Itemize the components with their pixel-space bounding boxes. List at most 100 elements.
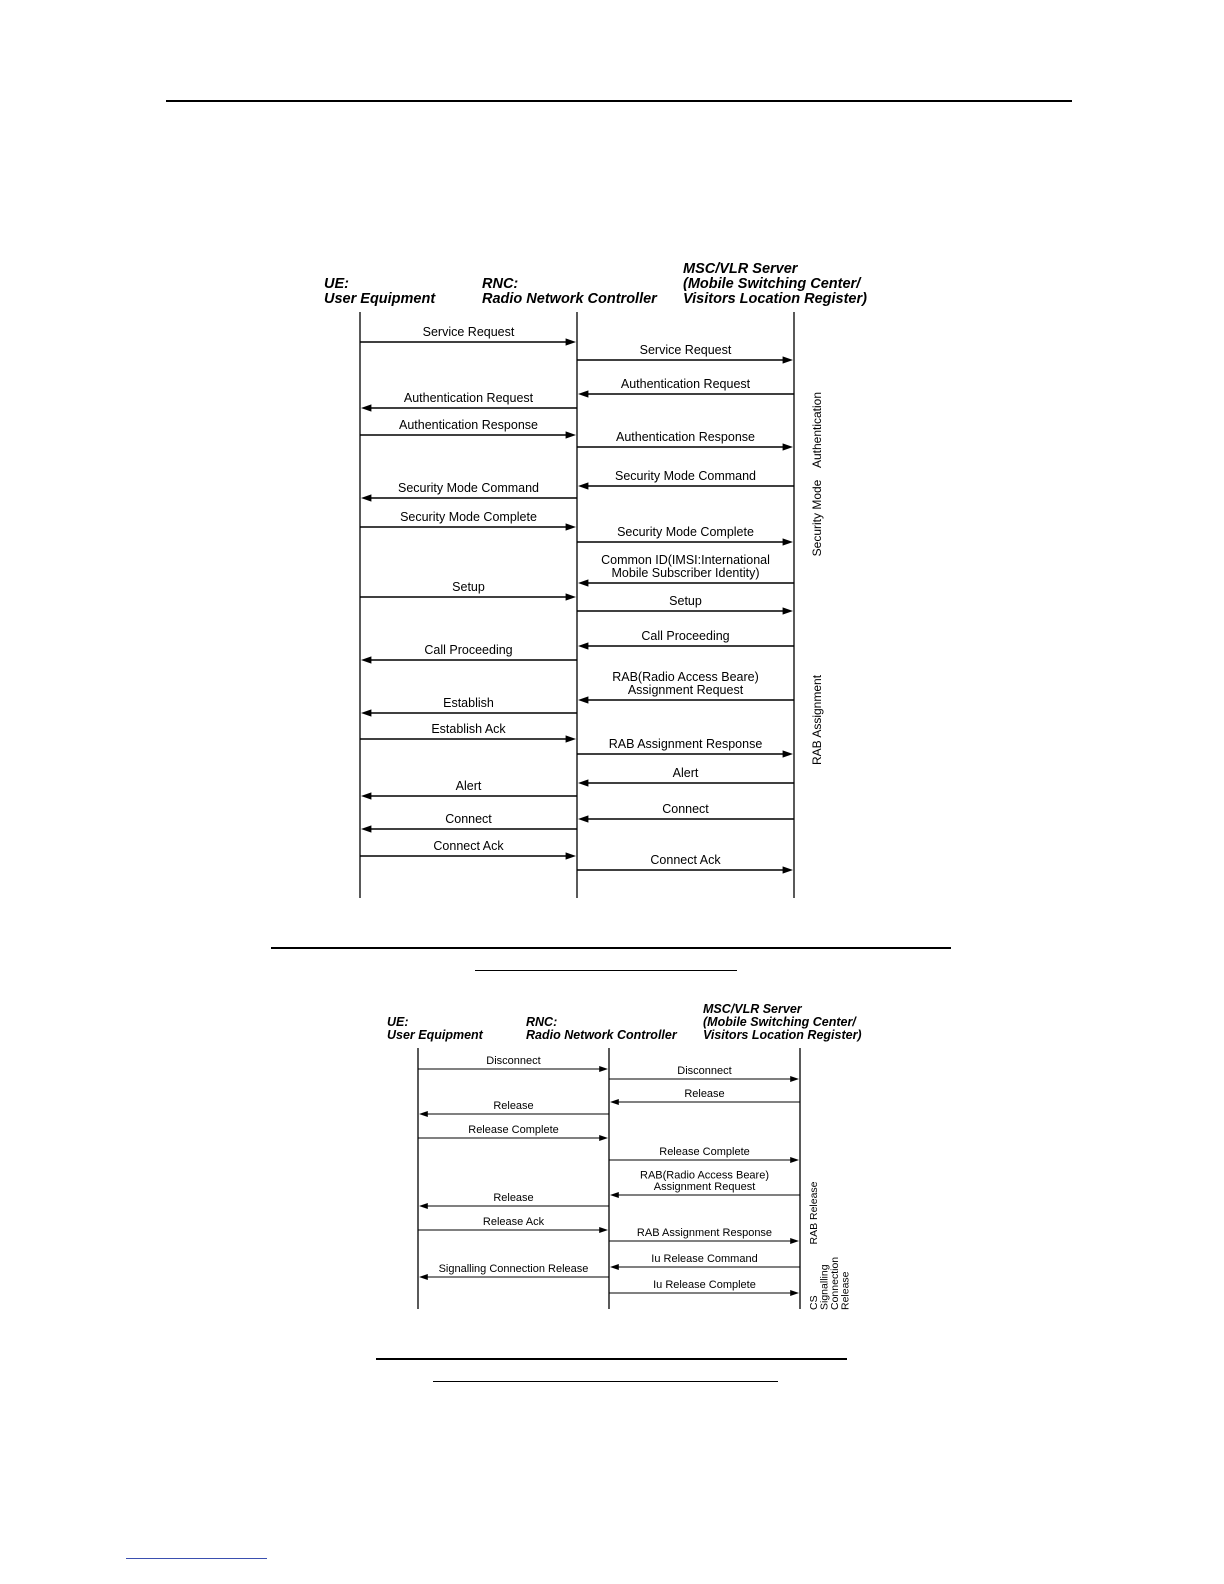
message-label: Release Complete — [468, 1124, 559, 1136]
figure2-caption-subrule — [433, 1381, 778, 1382]
message-label: Security Mode Command — [398, 481, 539, 495]
arrowhead — [599, 1065, 608, 1073]
message-arrow: Disconnect — [418, 1055, 608, 1073]
arrowhead — [599, 1134, 608, 1142]
lane-header-ue: UE: — [387, 1015, 409, 1029]
message-label: Authentication Response — [616, 430, 755, 444]
message-arrow: Establish — [361, 696, 577, 717]
message-arrow: Authentication Response — [360, 418, 576, 439]
message-label: Release Ack — [483, 1216, 545, 1228]
message-label: Authentication Request — [621, 377, 751, 391]
message-label: Assignment Request — [628, 683, 744, 697]
message-label: RAB(Radio Access Beare) — [612, 670, 759, 684]
message-label: Establish Ack — [431, 722, 506, 736]
arrowhead — [599, 1226, 608, 1234]
arrowhead — [790, 1156, 799, 1164]
phase-label: Authentication — [810, 392, 824, 468]
message-arrow: Security Mode Command — [578, 469, 794, 490]
message-label: Release Complete — [659, 1146, 750, 1158]
message-arrow: Iu Release Complete — [609, 1279, 799, 1297]
message-arrow: Security Mode Complete — [360, 510, 576, 531]
phase-label: CS — [808, 1295, 820, 1310]
message-label: Connect — [445, 812, 492, 826]
message-label: RAB(Radio Access Beare) — [640, 1170, 769, 1182]
message-label: Setup — [452, 580, 485, 594]
message-label: Alert — [456, 779, 482, 793]
message-label: Disconnect — [677, 1065, 731, 1077]
lane-header-rnc: Radio Network Controller — [482, 291, 658, 307]
lane-header-rnc: RNC: — [482, 276, 518, 292]
arrowhead — [565, 593, 576, 601]
phase-label: RAB Release — [808, 1181, 820, 1244]
message-arrow: RAB(Radio Access Beare)Assignment Reques… — [578, 670, 794, 704]
message-label: Release — [493, 1100, 533, 1112]
message-arrow: Setup — [577, 594, 793, 615]
message-arrow: Release — [419, 1100, 609, 1118]
phase-label: RAB Assignment — [810, 674, 824, 765]
arrowhead — [361, 825, 372, 833]
message-arrow: Release — [419, 1192, 609, 1210]
message-label: Security Mode Complete — [400, 510, 537, 524]
lane-header-rnc: Radio Network Controller — [526, 1028, 678, 1042]
message-arrow: Authentication Request — [361, 391, 577, 412]
message-label: Security Mode Complete — [617, 525, 754, 539]
message-label: Alert — [673, 766, 699, 780]
arrowhead — [782, 356, 793, 364]
message-arrow: Iu Release Command — [610, 1253, 800, 1271]
message-label: Establish — [443, 696, 494, 710]
arrowhead — [610, 1263, 619, 1271]
arrowhead — [578, 642, 589, 650]
message-arrow: RAB Assignment Response — [609, 1227, 799, 1245]
lane-header-msc: MSC/VLR Server — [703, 1002, 803, 1016]
arrowhead — [578, 779, 589, 787]
phase-label: Security Mode — [810, 479, 824, 556]
arrowhead — [565, 431, 576, 439]
arrowhead — [782, 750, 793, 758]
arrowhead — [361, 494, 372, 502]
footnote-link-rule — [126, 1558, 267, 1559]
top-rule — [166, 100, 1072, 102]
lane-header-ue: User Equipment — [324, 291, 436, 307]
arrowhead — [565, 735, 576, 743]
arrowhead — [361, 709, 372, 717]
arrowhead — [578, 696, 589, 704]
message-arrow: Service Request — [577, 343, 793, 364]
message-label: RAB Assignment Response — [637, 1227, 772, 1239]
arrowhead — [361, 656, 372, 664]
message-arrow: Connect Ack — [360, 839, 576, 860]
arrowhead — [782, 538, 793, 546]
message-arrow: Release Ack — [418, 1216, 608, 1234]
message-label: Authentication Request — [404, 391, 534, 405]
message-label: Service Request — [640, 343, 732, 357]
arrowhead — [419, 1110, 428, 1118]
call-setup-sequence-diagram: UE:User Equipment RNC:Radio Network Contr… — [324, 261, 867, 898]
arrowhead — [790, 1075, 799, 1083]
message-label: Iu Release Complete — [653, 1279, 756, 1291]
message-label: Connect Ack — [433, 839, 504, 853]
message-label: Disconnect — [486, 1055, 540, 1067]
arrowhead — [565, 338, 576, 346]
message-label: Authentication Response — [399, 418, 538, 432]
phase-label: Release — [840, 1271, 852, 1310]
phase-label: Signalling — [819, 1264, 831, 1310]
message-arrow: Service Request — [360, 325, 576, 346]
message-arrow: Call Proceeding — [578, 629, 794, 650]
arrowhead — [565, 852, 576, 860]
message-arrow: Establish Ack — [360, 722, 576, 743]
arrowhead — [782, 443, 793, 451]
message-arrow: Security Mode Command — [361, 481, 577, 502]
message-label: Common ID(IMSI:International — [601, 553, 770, 567]
arrowhead — [790, 1289, 799, 1297]
message-arrow: Connect — [578, 802, 794, 823]
message-arrow: Alert — [361, 779, 577, 800]
message-label: Call Proceeding — [424, 643, 512, 657]
arrowhead — [565, 523, 576, 531]
arrowhead — [782, 866, 793, 874]
lane-header-msc: MSC/VLR Server — [683, 261, 799, 277]
lane-header-msc: (Mobile Switching Center/ — [703, 1015, 857, 1029]
message-label: Service Request — [423, 325, 515, 339]
message-label: Connect — [662, 802, 709, 816]
lane-header-ue: UE: — [324, 276, 349, 292]
figure1-caption-subrule — [475, 970, 737, 971]
